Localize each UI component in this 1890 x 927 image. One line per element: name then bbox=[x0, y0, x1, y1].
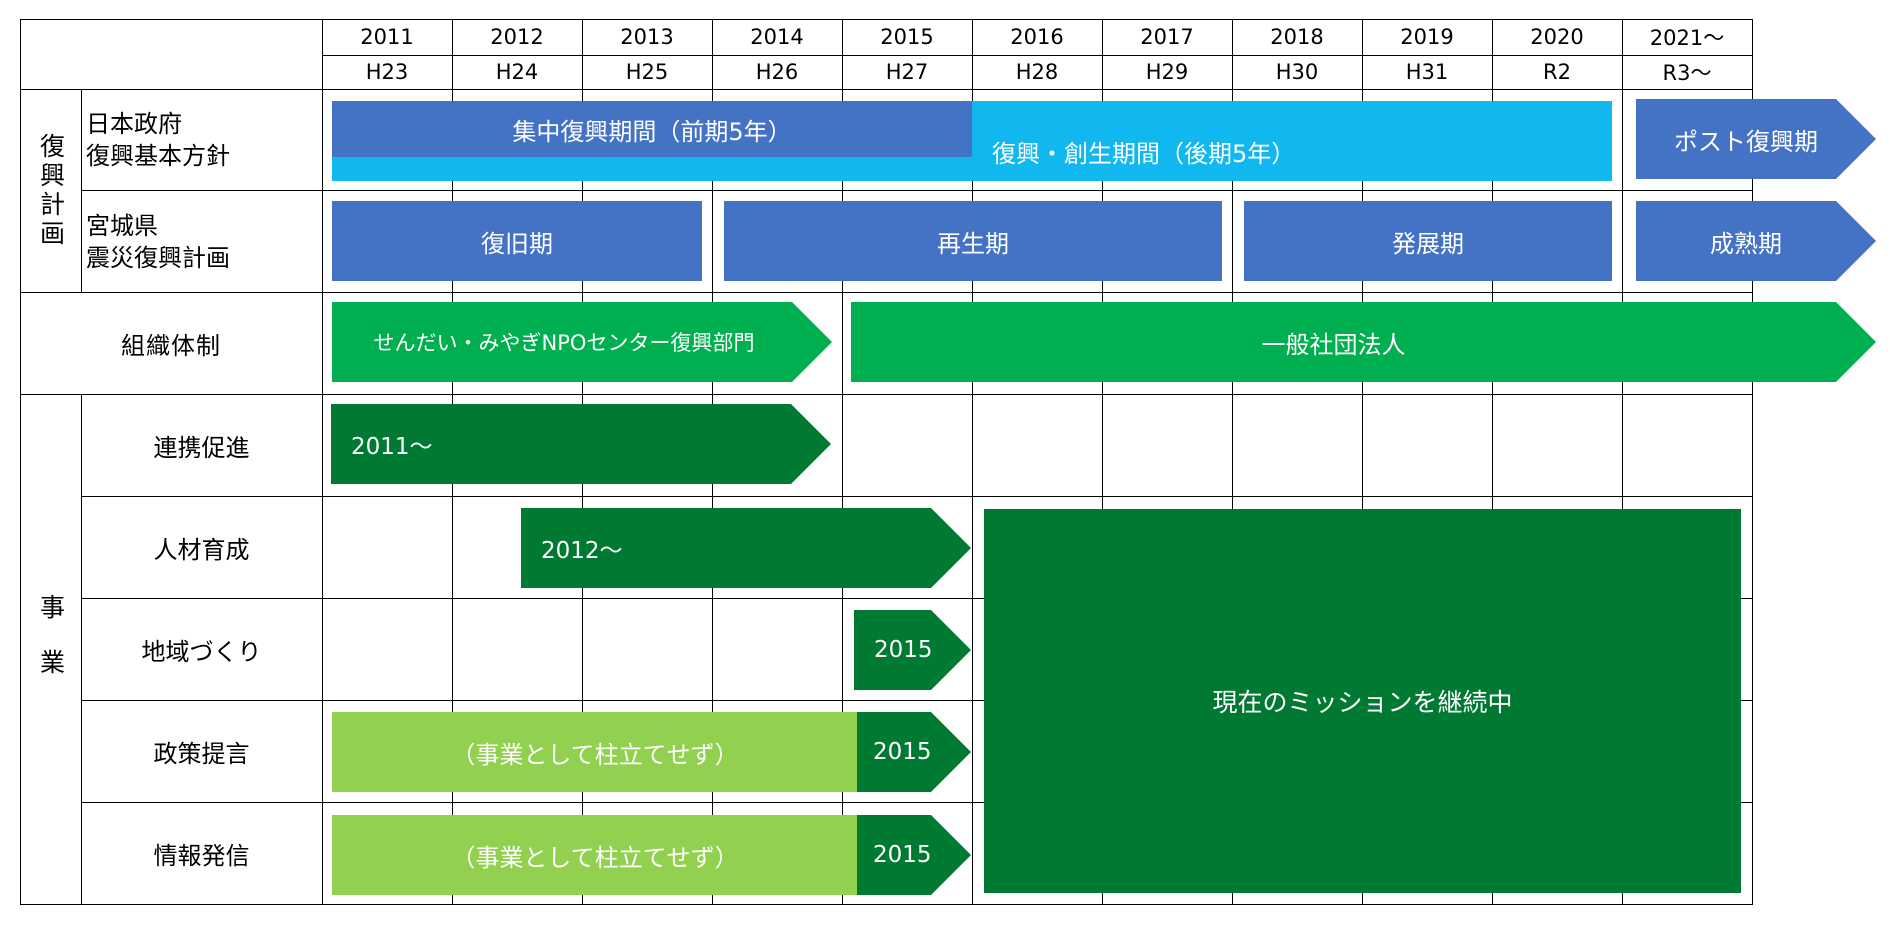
year-label: 2015 bbox=[880, 25, 934, 49]
year-label: 2011 bbox=[360, 25, 414, 49]
row-label-line: 震災復興計画 bbox=[86, 244, 230, 272]
continuing-mission-block: 現在のミッションを継続中 bbox=[984, 509, 1741, 893]
year-label: 2017 bbox=[1140, 25, 1194, 49]
era-label: H25 bbox=[625, 60, 669, 84]
grid-line bbox=[322, 19, 323, 905]
bar-seisaku-not-established: （事業として柱立てせず） bbox=[332, 712, 858, 792]
bar-joho-arrow: 2015 bbox=[857, 815, 971, 895]
grid-line bbox=[1232, 19, 1233, 905]
row-label-seisaku: 政策提言 bbox=[153, 739, 250, 768]
group-label-jigyo: 事業 bbox=[36, 594, 66, 704]
era-label: R3〜 bbox=[1662, 61, 1712, 85]
grid-line bbox=[1102, 19, 1103, 905]
era-label: H23 bbox=[365, 60, 409, 84]
year-label: 2018 bbox=[1270, 25, 1324, 49]
group-label-fukko-keikaku: 復興計画 bbox=[36, 132, 66, 249]
bar-npo-arrow: せんだい・みやぎNPOセンター復興部門 bbox=[332, 302, 832, 382]
year-label: 2012 bbox=[490, 25, 544, 49]
era-label: H30 bbox=[1275, 60, 1319, 84]
year-label: 2016 bbox=[1010, 25, 1064, 49]
bar-seisaku-arrow: 2015 bbox=[857, 712, 971, 792]
year-label: 2014 bbox=[750, 25, 804, 49]
grid-line bbox=[20, 19, 21, 905]
row-label-soshiki: 組織体制 bbox=[121, 331, 221, 360]
grid-line bbox=[20, 19, 322, 20]
grid-line bbox=[1752, 19, 1753, 905]
row-label-joho: 情報発信 bbox=[153, 841, 250, 870]
grid-line bbox=[20, 904, 1752, 905]
row-label-chiiki: 地域づくり bbox=[141, 637, 262, 666]
grid-line bbox=[81, 394, 82, 904]
grid-line bbox=[81, 598, 1752, 599]
year-label: 2020 bbox=[1530, 25, 1584, 49]
bar-label: 2015 bbox=[873, 739, 932, 765]
era-label: H27 bbox=[885, 60, 929, 84]
era-label: H26 bbox=[755, 60, 799, 84]
bar-renkei-arrow: 2011〜 bbox=[331, 404, 831, 484]
era-label: H31 bbox=[1405, 60, 1449, 84]
bar-fukkyu-period: 復旧期 bbox=[332, 201, 702, 281]
grid-line bbox=[20, 89, 1752, 90]
era-label: H28 bbox=[1015, 60, 1059, 84]
bar-hatten-period: 発展期 bbox=[1244, 201, 1612, 281]
bar-ippan-arrow: 一般社団法人 bbox=[851, 302, 1876, 382]
bar-label: 2011〜 bbox=[351, 434, 433, 460]
year-label: 2019 bbox=[1400, 25, 1454, 49]
row-label-line: 復興基本方針 bbox=[86, 142, 230, 170]
bar-chiiki-arrow: 2015 bbox=[854, 610, 971, 690]
row-label-government: 日本政府 復興基本方針 bbox=[86, 108, 322, 178]
bar-seijuku-arrow: 成熟期 bbox=[1636, 201, 1876, 281]
grid-line bbox=[1362, 19, 1363, 905]
row-label-miyagi: 宮城県 震災復興計画 bbox=[86, 210, 322, 280]
bar-label: 2015 bbox=[873, 842, 932, 868]
grid-line bbox=[1492, 19, 1493, 905]
grid-line bbox=[81, 700, 1752, 701]
row-label-renkei: 連携促進 bbox=[153, 433, 250, 462]
grid-line bbox=[842, 19, 843, 905]
grid-line bbox=[972, 19, 973, 905]
era-label: H24 bbox=[495, 60, 539, 84]
grid-line bbox=[322, 19, 1752, 20]
year-label: 2021〜 bbox=[1649, 26, 1725, 50]
bar-shuchu-period: 集中復興期間（前期5年） bbox=[332, 101, 972, 157]
grid-line bbox=[322, 55, 1752, 56]
grid-line bbox=[81, 496, 1752, 497]
bar-label: 復興・創生期間（後期5年） bbox=[992, 139, 1296, 168]
year-label: 2013 bbox=[620, 25, 674, 49]
era-label: H29 bbox=[1145, 60, 1189, 84]
row-label-line: 日本政府 bbox=[86, 110, 182, 138]
bar-jinzai-arrow: 2012〜 bbox=[521, 508, 971, 588]
grid-line bbox=[81, 802, 1752, 803]
bar-saisei-period: 再生期 bbox=[724, 201, 1222, 281]
bar-post-fukko-arrow: ポスト復興期 bbox=[1636, 99, 1876, 179]
era-label: R2 bbox=[1543, 60, 1571, 84]
row-label-line: 宮城県 bbox=[86, 212, 158, 240]
grid-line bbox=[20, 394, 1752, 395]
grid-line bbox=[81, 89, 82, 292]
grid-line bbox=[20, 292, 1752, 293]
bar-joho-not-established: （事業として柱立てせず） bbox=[332, 815, 858, 895]
row-label-jinzai: 人材育成 bbox=[153, 535, 250, 564]
bar-label: 2012〜 bbox=[541, 538, 623, 564]
bar-label: 2015 bbox=[874, 637, 933, 663]
grid-line bbox=[1622, 19, 1623, 905]
grid-line bbox=[81, 190, 1752, 191]
